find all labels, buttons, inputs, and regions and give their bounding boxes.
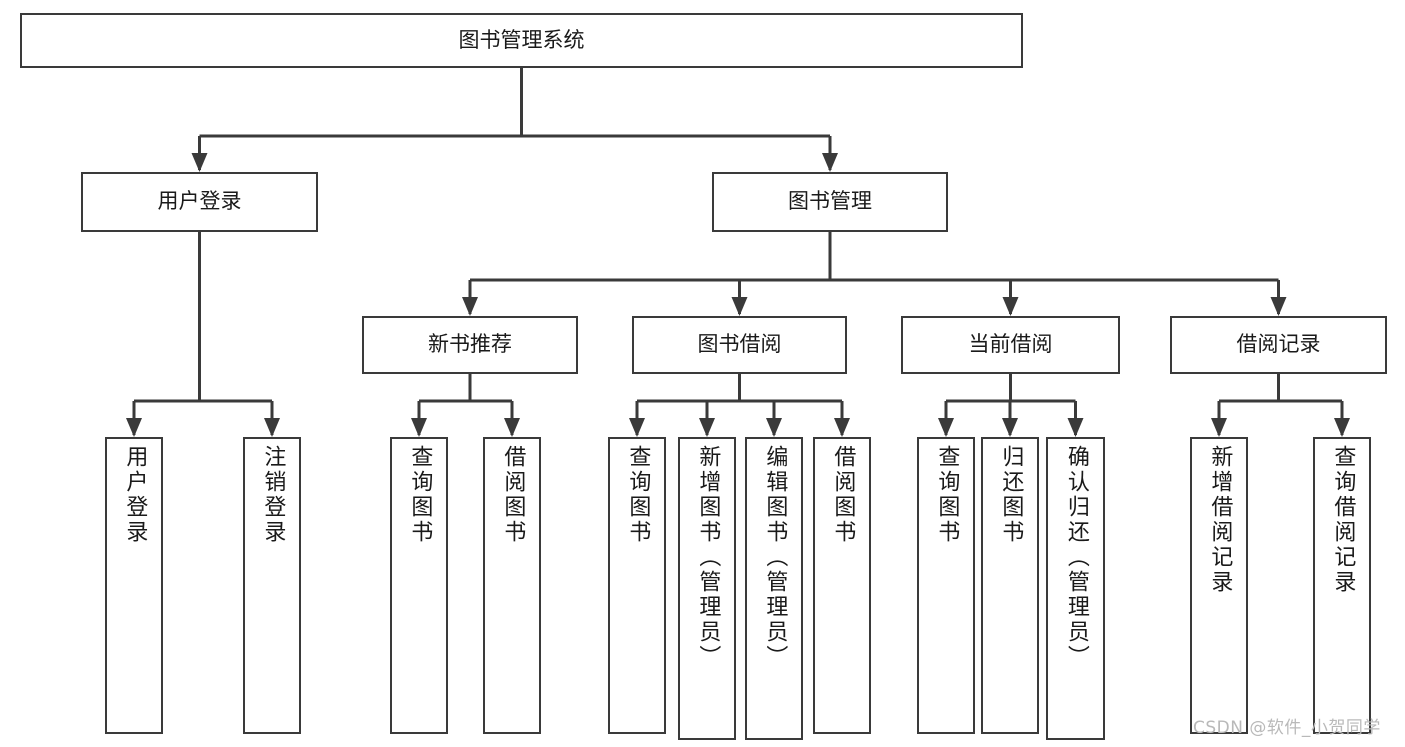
node-leaf-borrow-book-2[interactable]: 借阅图书 <box>813 437 871 734</box>
node-current-borrow[interactable]: 当前借阅 <box>901 316 1120 374</box>
node-label: 当前借阅 <box>968 332 1053 357</box>
node-leaf-confirm-return[interactable]: 确认归还（管理员） <box>1046 437 1105 740</box>
node-label: 查询借阅记录 <box>1330 445 1356 595</box>
node-label: 新增图书（管理员） <box>695 445 721 670</box>
node-label: 注销登录 <box>260 445 286 545</box>
watermark: CSDN @软件_小贺同学 <box>1193 718 1381 738</box>
node-label: 归还图书 <box>998 445 1024 545</box>
node-leaf-return-book[interactable]: 归还图书 <box>981 437 1039 734</box>
node-leaf-borrow-book-1[interactable]: 借阅图书 <box>483 437 541 734</box>
node-label: 图书借阅 <box>697 332 782 357</box>
node-leaf-add-record[interactable]: 新增借阅记录 <box>1190 437 1248 734</box>
node-leaf-query-book-3[interactable]: 查询图书 <box>917 437 975 734</box>
node-label: 查询图书 <box>407 445 433 545</box>
node-label: 查询图书 <box>934 445 960 545</box>
node-book-mgmt[interactable]: 图书管理 <box>712 172 948 232</box>
node-root[interactable]: 图书管理系统 <box>20 13 1023 68</box>
node-label: 借阅记录 <box>1236 332 1321 357</box>
node-label: 借阅图书 <box>830 445 856 545</box>
node-leaf-query-record[interactable]: 查询借阅记录 <box>1313 437 1371 734</box>
node-leaf-query-book-2[interactable]: 查询图书 <box>608 437 666 734</box>
node-label: 新书推荐 <box>428 332 512 357</box>
node-leaf-logout[interactable]: 注销登录 <box>243 437 301 734</box>
node-label: 确认归还（管理员） <box>1063 445 1089 670</box>
node-label: 借阅图书 <box>500 445 526 545</box>
node-label: 查询图书 <box>625 445 651 545</box>
node-label: 编辑图书（管理员） <box>762 445 788 670</box>
node-new-book-rec[interactable]: 新书推荐 <box>362 316 578 374</box>
node-user-login[interactable]: 用户登录 <box>81 172 318 232</box>
node-label: 图书管理 <box>788 189 872 214</box>
node-borrow-record[interactable]: 借阅记录 <box>1170 316 1387 374</box>
node-label: 新增借阅记录 <box>1207 445 1233 595</box>
node-leaf-add-book[interactable]: 新增图书（管理员） <box>678 437 736 740</box>
node-label: 图书管理系统 <box>458 27 585 52</box>
node-leaf-user-login[interactable]: 用户登录 <box>105 437 163 734</box>
node-label: 用户登录 <box>122 445 148 545</box>
node-leaf-edit-book[interactable]: 编辑图书（管理员） <box>745 437 803 740</box>
node-book-borrow[interactable]: 图书借阅 <box>632 316 847 374</box>
node-leaf-query-book-1[interactable]: 查询图书 <box>390 437 448 734</box>
node-label: 用户登录 <box>157 189 242 214</box>
